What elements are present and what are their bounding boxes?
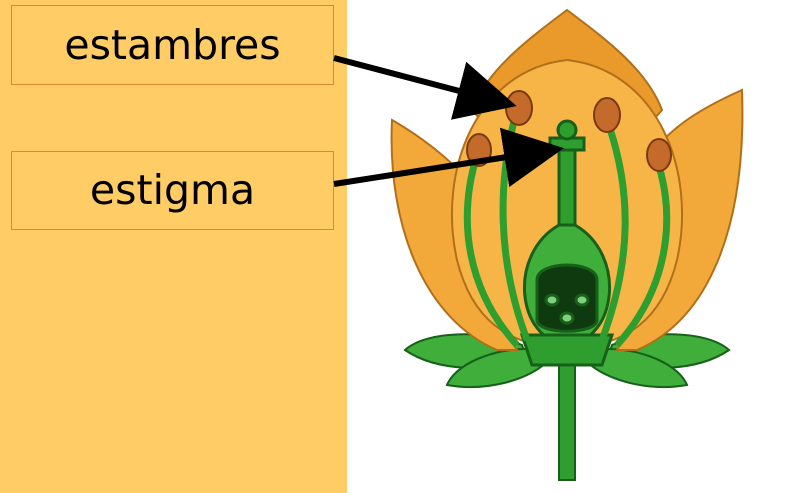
receptacle <box>522 335 612 365</box>
anther-1 <box>506 91 532 125</box>
label-estambres: estambres <box>11 5 334 85</box>
anther-2 <box>467 134 491 166</box>
anther-3 <box>594 98 620 132</box>
style <box>559 150 575 225</box>
label-estambres-text: estambres <box>64 25 280 66</box>
anther-4 <box>647 139 671 171</box>
label-estigma: estigma <box>11 151 334 230</box>
flower-stem <box>559 360 575 480</box>
label-estigma-text: estigma <box>90 170 255 211</box>
flower-illustration <box>347 0 787 493</box>
